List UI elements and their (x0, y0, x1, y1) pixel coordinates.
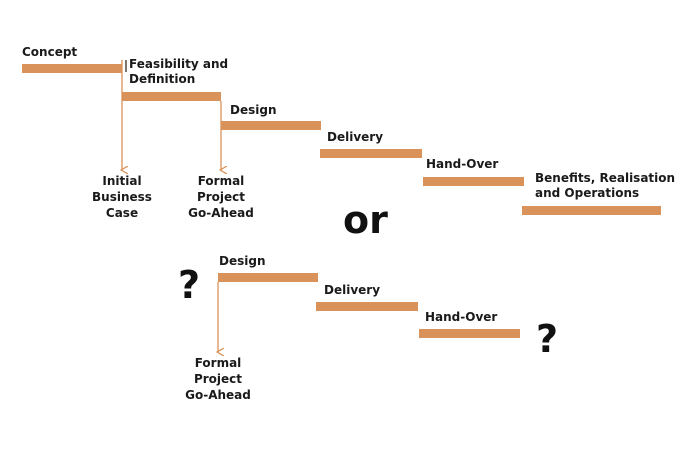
milestone-label-initial-business-case: Initial (102, 174, 141, 188)
stage-bar-handover-alt (419, 329, 520, 338)
stage-label-concept: Concept (22, 45, 77, 59)
milestone-label-formal-project-go-ahead: Formal (198, 174, 245, 188)
stage-bar-delivery-alt (316, 302, 418, 311)
stage-label-delivery: Delivery (327, 130, 383, 144)
stage-bar-concept (22, 64, 122, 73)
trailing-question-mark: ? (536, 317, 558, 361)
stage-handover: Hand-Over (423, 157, 524, 186)
stage-bar-delivery (320, 149, 422, 158)
stage-label-design: Design (230, 103, 277, 117)
stage-delivery-alt: Delivery (316, 283, 418, 311)
milestone-initial-business-case: Initial Business Case (92, 60, 152, 220)
milestone-label-initial-business-case-line2: Business (92, 190, 152, 204)
leading-question-mark: ? (178, 263, 200, 307)
stage-bar-handover (423, 177, 524, 186)
stage-delivery: Delivery (320, 130, 422, 158)
stage-label-handover-alt: Hand-Over (425, 310, 497, 324)
stage-label-feasibility-line2: Definition (129, 72, 195, 86)
top-sequence: Concept Feasibility and Definition Desig… (22, 45, 675, 220)
milestone-label-formal-project-go-ahead-alt-line3: Go-Ahead (185, 388, 251, 402)
stage-label-delivery-alt: Delivery (324, 283, 380, 297)
stage-label-handover: Hand-Over (426, 157, 498, 171)
milestone-label-formal-project-go-ahead-alt-line2: Project (194, 372, 242, 386)
stage-benefits: Benefits, Realisation and Operations (522, 171, 675, 215)
stage-bar-feasibility (122, 92, 221, 101)
milestone-label-formal-project-go-ahead-line2: Project (197, 190, 245, 204)
bottom-sequence: ? Design Delivery Hand-Over ? (178, 254, 558, 402)
stage-label-feasibility: Feasibility and (129, 57, 228, 71)
stage-bar-design (221, 121, 321, 130)
stage-handover-alt: Hand-Over (419, 310, 520, 338)
stage-label-design-alt: Design (219, 254, 266, 268)
stage-design-alt: Design (218, 254, 318, 282)
separator-or: or (343, 198, 388, 242)
stage-bar-benefits (522, 206, 661, 215)
milestone-formal-project-go-ahead: Formal Project Go-Ahead (188, 101, 254, 220)
milestone-label-initial-business-case-line3: Case (106, 206, 138, 220)
stage-label-benefits-line2: and Operations (535, 186, 639, 200)
milestone-label-formal-project-go-ahead-alt: Formal (195, 356, 242, 370)
stage-concept: Concept (22, 45, 122, 73)
stage-bar-design-alt (218, 273, 318, 282)
stage-design: Design (221, 103, 321, 130)
milestone-formal-project-go-ahead-alt: Formal Project Go-Ahead (185, 282, 251, 402)
stage-label-benefits: Benefits, Realisation (535, 171, 675, 185)
stage-feasibility: Feasibility and Definition (122, 57, 228, 101)
milestone-label-formal-project-go-ahead-line3: Go-Ahead (188, 206, 254, 220)
